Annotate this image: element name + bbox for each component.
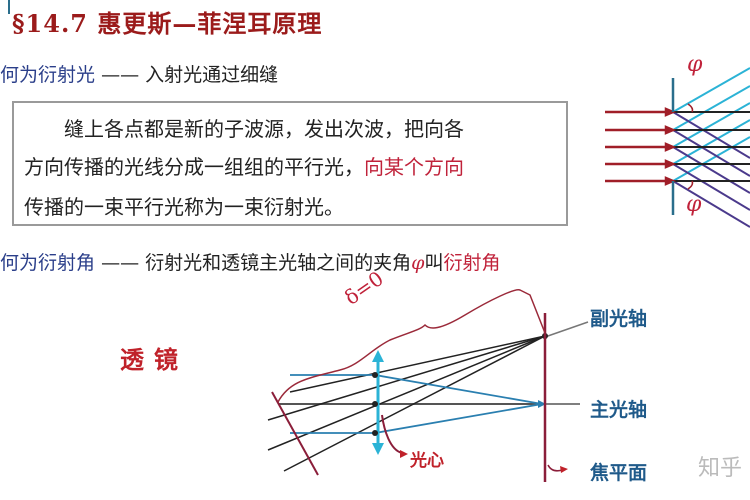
diffraction-angle-name: 衍射角: [443, 252, 501, 274]
box-line-2-black: 方向传播的光线分成一组组的平行光，: [24, 155, 364, 179]
straight-rays: [673, 111, 750, 182]
phi-label-top: φ: [687, 52, 703, 77]
slit-diffraction-diagram: [605, 67, 750, 228]
explanation-box: 缝上各点都是新的子波源，发出次波，把向各 方向传播的光线分成一组组的平行光，向某…: [12, 101, 568, 226]
principal-axis-label: 主光轴: [590, 399, 648, 421]
angle-arc-bottom: [687, 180, 694, 190]
angle-arc-top: [687, 103, 694, 113]
box-line-1: 缝上各点都是新的子波源，发出次波，把向各: [24, 117, 464, 141]
optical-center-label: 光心: [410, 451, 444, 471]
box-line-3: 传播的一束平行光称为一束衍射光。: [24, 195, 344, 219]
parallel-rays-blue: [290, 374, 543, 434]
incident-rays: [605, 107, 677, 186]
secondary-axis-leader: [544, 321, 589, 338]
diffracted-rays-cyan: [672, 67, 750, 182]
box-line-2-red: 向某个方向: [364, 155, 464, 179]
dash: ——: [101, 252, 140, 274]
optical-center-pointer: [381, 414, 403, 454]
term-diffraction-angle: 何为衍射角: [0, 252, 96, 274]
page-title: §14.7 惠更斯—菲涅耳原理: [12, 4, 322, 39]
call-text: 叫: [424, 252, 444, 274]
oblique-rays: [267, 335, 546, 472]
dash: ——: [101, 64, 140, 86]
section-number: §14.7: [12, 9, 89, 38]
title-tick-mark: [8, 0, 10, 14]
lens-diagram: [267, 289, 589, 482]
definition-diffraction-angle: 何为衍射角 —— 衍射光和透镜主光轴之间的夹角φ叫衍射角: [0, 248, 500, 275]
watermark: 知乎: [698, 456, 743, 481]
title-right: 菲涅耳原理: [197, 9, 323, 38]
title-left: 惠更斯: [97, 9, 173, 38]
delta-brace: [277, 289, 546, 403]
focal-plane-label: 焦平面: [590, 462, 648, 484]
lens-label: 透镜: [120, 346, 188, 374]
lens-arrow-top: [372, 350, 384, 362]
focal-plane-pointer: [547, 464, 563, 472]
secondary-axis-label: 副光轴: [590, 308, 648, 330]
definition-text: 衍射光和透镜主光轴之间的夹角: [145, 252, 412, 274]
definition-text: 入射光通过细缝: [145, 64, 279, 86]
term-diffracted-light: 何为衍射光: [0, 64, 96, 86]
definition-diffracted-light: 何为衍射光 —— 入射光通过细缝: [0, 60, 278, 87]
title-dash: —: [172, 9, 198, 38]
wavefront-line: [271, 391, 319, 476]
phi-label-bottom: φ: [686, 192, 702, 217]
focus-arrow: [538, 400, 546, 408]
phi-symbol: φ: [411, 252, 425, 274]
diffracted-rays-purple: [672, 111, 750, 228]
box-line-2: 方向传播的光线分成一组组的平行光，向某个方向: [24, 151, 464, 180]
lens-arrow-bottom: [372, 443, 384, 455]
